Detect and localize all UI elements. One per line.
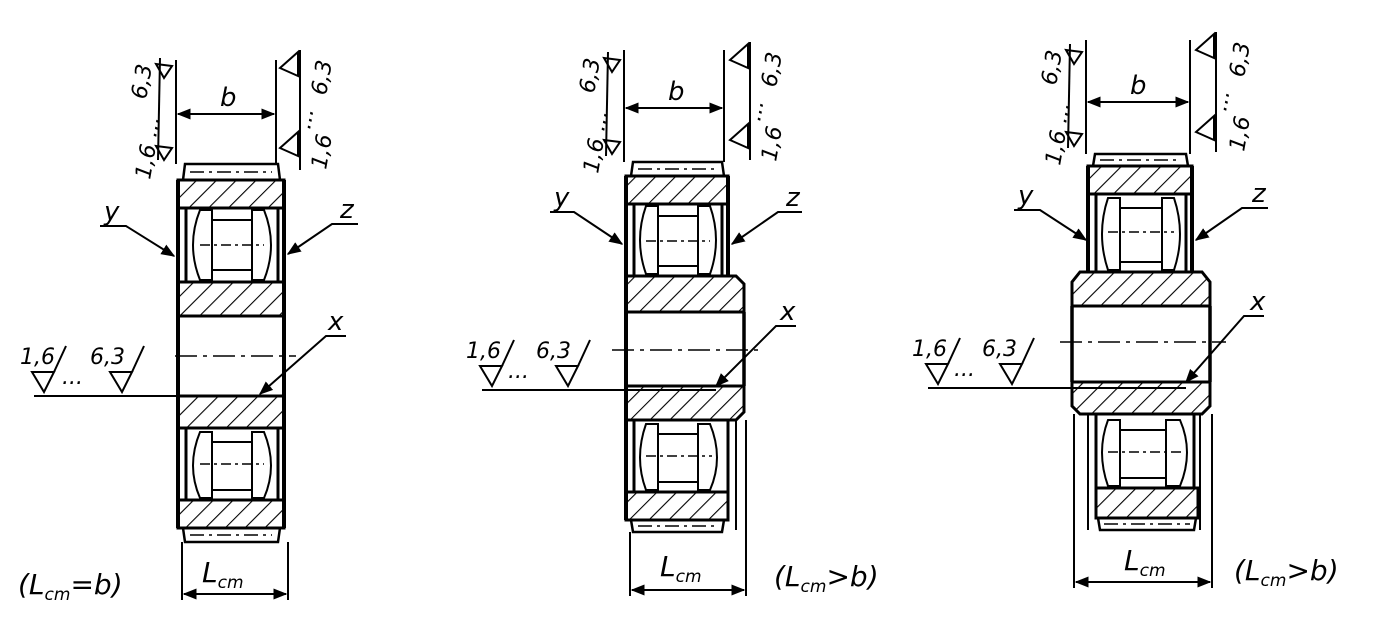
fig2-rough-right-dots: ... <box>741 98 769 123</box>
fig1-hub-label: Lcm <box>202 556 244 593</box>
leader-z-line <box>286 223 358 255</box>
fig2-rough-top-low: 1,6 <box>579 136 610 175</box>
figure-2 <box>478 41 802 596</box>
fig2-leader-x: x <box>779 297 796 327</box>
fig2-rough-top-high: 6,3 <box>575 56 606 95</box>
leader-x-line <box>258 335 346 395</box>
fig2-bore-rough-dots: ... <box>508 359 529 384</box>
fig3-leader-x: x <box>1249 287 1266 317</box>
fig1-rough-top-dots: ... <box>137 114 165 139</box>
fig1-rough-right-high: 6,3 <box>307 58 338 97</box>
fig1-leader-x: x <box>327 307 344 337</box>
fig3-rough-top-low: 1,6 <box>1041 128 1072 167</box>
fig1-rough-top-low: 1,6 <box>131 142 162 181</box>
fig1-bore-rough-low: 1,6 <box>20 345 55 370</box>
fig1-leader-y: y <box>103 197 120 227</box>
fig1-width-label: b <box>220 83 237 113</box>
fig3-bore-rough-high: 6,3 <box>982 337 1017 362</box>
fig3-caption: (Lcm>b) <box>1234 554 1339 591</box>
fig3-rough-top-dots: ... <box>1047 100 1075 125</box>
rim-top-section <box>176 178 286 210</box>
fig2-hub-label: Lcm <box>660 550 702 587</box>
fig3-rough-right-dots: ... <box>1207 88 1235 113</box>
fig1-rough-right-low: 1,6 <box>307 132 338 171</box>
fig3-rough-right-low: 1,6 <box>1225 114 1256 153</box>
fig2-leader-z: z <box>785 183 801 213</box>
fig3-leader-y: y <box>1017 181 1034 211</box>
fig3-bore-rough-dots: ... <box>954 357 975 382</box>
fig1-leader-z: z <box>339 195 355 225</box>
fig1-rough-right-dots: ... <box>291 106 319 131</box>
fig3-hub-label: Lcm <box>1124 544 1166 581</box>
fig2-rough-right-low: 1,6 <box>757 124 788 163</box>
fig1-rough-top-high: 6,3 <box>127 62 158 101</box>
fig3-rough-top-high: 6,3 <box>1037 48 1068 87</box>
fig2-rough-top-dots: ... <box>585 108 613 133</box>
fig3-leader-z: z <box>1251 179 1267 209</box>
fig2-leader-y: y <box>553 183 570 213</box>
fig2-width-label: b <box>668 77 685 107</box>
fig1-bore-rough-dots: ... <box>62 365 83 390</box>
leader-y-line <box>100 225 176 257</box>
fig2-caption: (Lcm>b) <box>774 560 879 597</box>
fig1-caption: (Lcm=b) <box>18 568 123 605</box>
fig2-rough-right-high: 6,3 <box>757 50 788 89</box>
hub-top-section <box>176 280 286 318</box>
web-pocket-top <box>184 208 280 282</box>
fig3-rough-right-high: 6,3 <box>1225 40 1256 79</box>
hub-bottom-section <box>176 394 286 430</box>
figure-1 <box>30 49 358 600</box>
fig1-bore-rough-high: 6,3 <box>90 345 125 370</box>
rim-bottom-section <box>176 498 286 530</box>
fig3-width-label: b <box>1130 71 1147 101</box>
fig2-bore-rough-high: 6,3 <box>536 339 571 364</box>
fig3-bore-rough-low: 1,6 <box>912 337 947 362</box>
fig2-bore-rough-low: 1,6 <box>466 339 501 364</box>
tooth-top <box>181 162 282 181</box>
figure-3 <box>924 31 1268 588</box>
